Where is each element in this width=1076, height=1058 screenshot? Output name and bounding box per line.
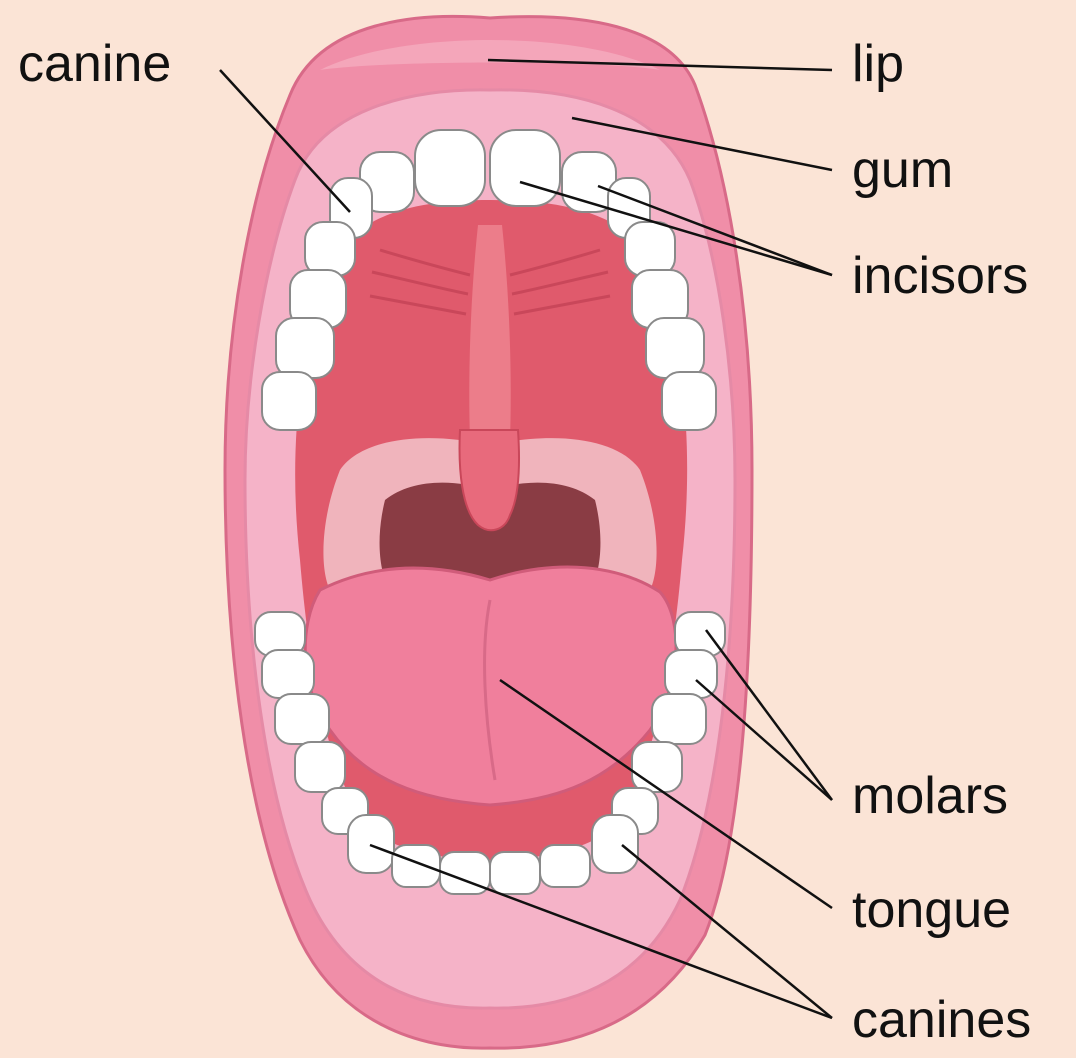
label-incisors: incisors <box>852 250 1028 302</box>
label-molars: molars <box>852 770 1008 822</box>
label-lip: lip <box>852 38 904 90</box>
label-gum: gum <box>852 144 953 196</box>
label-tongue: tongue <box>852 884 1011 936</box>
label-canine: canine <box>18 38 171 90</box>
palate-raphe <box>469 225 510 440</box>
label-canines: canines <box>852 994 1031 1046</box>
